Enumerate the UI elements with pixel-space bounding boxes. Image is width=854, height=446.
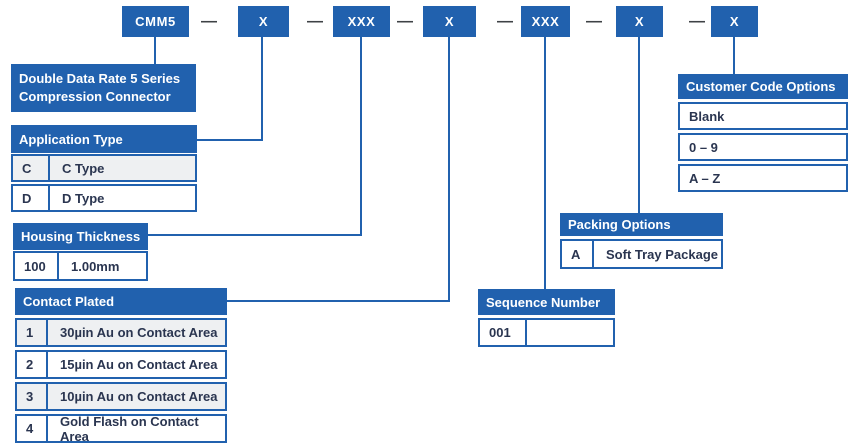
connector-line-customer-code xyxy=(733,37,735,74)
customer-code-options-table: Customer Code Options Blank 0 – 9 A – Z xyxy=(678,74,848,192)
connector-line-housing-thickness xyxy=(360,37,362,236)
table-row: Blank xyxy=(678,102,848,130)
table-row: A Soft Tray Package xyxy=(560,239,723,269)
code-cell: 1 xyxy=(17,320,48,345)
table-row: 4 Gold Flash on Contact Area xyxy=(15,413,227,444)
connector-line-contact-plated xyxy=(227,300,450,302)
connector-line-series xyxy=(154,37,156,64)
part-code-box-sequence-number: XXX xyxy=(521,6,570,37)
table-row: 0 – 9 xyxy=(678,133,848,161)
connector-line-sequence-number xyxy=(544,37,546,289)
part-code-box-series: CMM5 xyxy=(122,6,189,37)
desc-cell: C Type xyxy=(62,160,105,176)
code-cell: 100 xyxy=(15,253,59,279)
part-code-box-customer-code: X xyxy=(711,6,758,37)
part-code-box-housing-thickness: XXX xyxy=(333,6,390,37)
customer-code-options-header: Customer Code Options xyxy=(678,74,848,99)
desc-cell: 30µin Au on Contact Area xyxy=(60,325,218,340)
packing-options-table: Packing Options A Soft Tray Package xyxy=(560,213,723,269)
separator-dash: — xyxy=(397,13,413,30)
table-row: 100 1.00mm xyxy=(13,251,148,281)
part-code-box-contact-plated: X xyxy=(423,6,476,37)
connector-line-housing-thickness xyxy=(148,234,362,236)
option-cell: Blank xyxy=(689,108,725,124)
table-row: A – Z xyxy=(678,164,848,192)
code-cell: 4 xyxy=(17,416,48,441)
code-cell: C xyxy=(13,156,50,180)
contact-plated-table: Contact Plated 1 30µin Au on Contact Are… xyxy=(15,288,227,444)
table-row: 001 xyxy=(478,318,615,347)
separator-dash: — xyxy=(689,13,705,30)
series-description-line2: Compression Connector xyxy=(19,89,171,104)
separator-dash: — xyxy=(497,13,513,30)
connector-line-contact-plated xyxy=(448,37,450,302)
housing-thickness-header: Housing Thickness xyxy=(13,223,148,250)
desc-cell xyxy=(527,320,613,345)
code-cell: A xyxy=(562,241,594,267)
application-type-header: Application Type xyxy=(11,125,197,153)
series-description-line1: Double Data Rate 5 Series xyxy=(19,71,181,86)
option-cell: A – Z xyxy=(689,170,721,186)
application-type-table: Application Type C C Type D D Type xyxy=(11,125,197,212)
connector-line-application-type xyxy=(261,37,263,141)
table-row: 3 10µin Au on Contact Area xyxy=(15,382,227,411)
code-cell: 2 xyxy=(17,352,48,377)
desc-cell: 1.00mm xyxy=(71,258,120,274)
desc-cell: Gold Flash on Contact Area xyxy=(60,413,199,444)
series-description: Double Data Rate 5 Series Compression Co… xyxy=(11,64,196,112)
code-cell: 001 xyxy=(480,320,527,345)
code-cell: 3 xyxy=(17,384,48,409)
desc-cell: 15µin Au on Contact Area xyxy=(60,357,218,372)
part-code-box-application-type: X xyxy=(238,6,289,37)
part-code-box-packing-options: X xyxy=(616,6,663,37)
sequence-number-table: Sequence Number 001 xyxy=(478,289,615,347)
separator-dash: — xyxy=(586,13,602,30)
connector-line-application-type xyxy=(197,139,263,141)
desc-cell: D Type xyxy=(62,190,105,206)
desc-cell: 10µin Au on Contact Area xyxy=(60,389,218,404)
separator-dash: — xyxy=(307,13,323,30)
desc-cell: Soft Tray Package xyxy=(606,246,718,262)
packing-options-header: Packing Options xyxy=(560,213,723,236)
table-row: 2 15µin Au on Contact Area xyxy=(15,350,227,379)
housing-thickness-table: Housing Thickness 100 1.00mm xyxy=(13,223,148,281)
code-cell: D xyxy=(13,186,50,210)
separator-dash: — xyxy=(201,13,217,30)
option-cell: 0 – 9 xyxy=(689,139,718,155)
table-row: C C Type xyxy=(11,154,197,182)
table-row: D D Type xyxy=(11,184,197,212)
connector-line-packing-options xyxy=(638,37,640,213)
table-row: 1 30µin Au on Contact Area xyxy=(15,318,227,347)
contact-plated-header: Contact Plated xyxy=(15,288,227,315)
sequence-number-header: Sequence Number xyxy=(478,289,615,315)
